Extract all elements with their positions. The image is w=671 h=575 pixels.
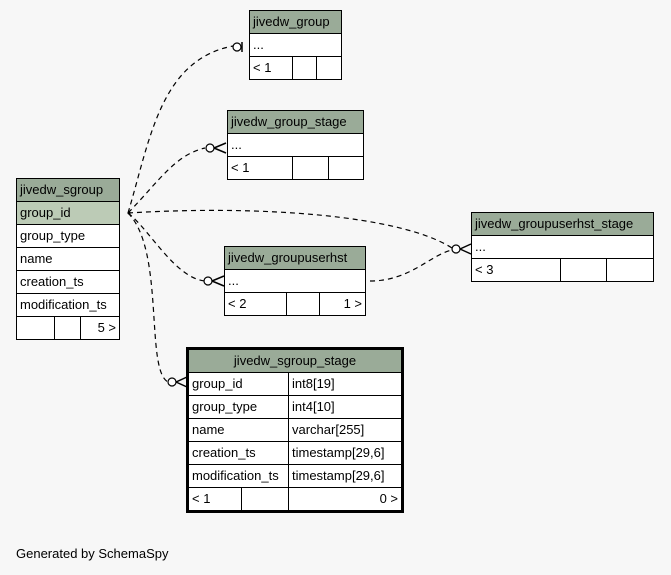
- table-foot-right: [606, 258, 654, 282]
- optional-circle: [205, 143, 215, 153]
- column-type: int4[10]: [288, 395, 403, 419]
- table-foot-mid: [241, 487, 289, 512]
- table-title: jivedw_groupuserhst: [224, 246, 366, 270]
- table-foot-right: [316, 56, 342, 80]
- table-row: creation_ts: [16, 270, 120, 294]
- table-row: name: [16, 247, 120, 271]
- optional-circle: [232, 42, 242, 52]
- column-name: creation_ts: [187, 441, 289, 465]
- table-row: ...: [471, 235, 654, 259]
- edge-sgroup-groupuserhst: [127, 212, 206, 282]
- table-jivedw-groupuserhst-stage[interactable]: jivedw_groupuserhst_stage ... < 3: [471, 212, 654, 282]
- crowsfoot: [213, 142, 227, 154]
- edge-groupuserhst-groupuserhst-stage: [369, 249, 453, 282]
- column-type: int8[19]: [288, 372, 403, 396]
- table-jivedw-group-stage[interactable]: jivedw_group_stage ... < 1: [226, 110, 365, 180]
- table-title: jivedw_group: [249, 10, 342, 34]
- table-foot-left: < 1: [226, 156, 294, 180]
- table-row: ...: [249, 33, 342, 57]
- table-row: group_type: [16, 224, 120, 248]
- table-row: modification_ts: [16, 293, 120, 317]
- optional-circle: [167, 377, 177, 387]
- table-foot-left: [15, 316, 56, 340]
- column-name: group_type: [187, 395, 289, 419]
- optional-circle: [451, 244, 461, 254]
- table-foot-left: < 2: [224, 292, 287, 316]
- table-foot-mid: [291, 56, 318, 80]
- table-foot-mid: [54, 316, 82, 340]
- arrow-dot: [127, 211, 131, 215]
- column-type: timestamp[29,6]: [288, 464, 403, 488]
- table-jivedw-groupuserhst[interactable]: jivedw_groupuserhst ... < 2 1 >: [224, 246, 366, 316]
- table-foot-right: 5 >: [80, 316, 120, 340]
- crowsfoot: [175, 376, 188, 388]
- table-foot-right: 0 >: [288, 487, 403, 512]
- table-row: ...: [224, 269, 366, 293]
- table-title: jivedw_groupuserhst_stage: [471, 212, 654, 236]
- table-jivedw-group[interactable]: jivedw_group ... < 1: [249, 10, 342, 80]
- generated-by-footer: Generated by SchemaSpy: [16, 546, 169, 561]
- table-foot-mid: [285, 292, 321, 316]
- column-type: varchar[255]: [288, 418, 403, 442]
- table-title: jivedw_group_stage: [227, 110, 364, 134]
- table-foot-left: < 1: [187, 487, 242, 512]
- table-title: jivedw_sgroup_stage: [187, 348, 403, 373]
- column-name: modification_ts: [187, 464, 289, 488]
- table-foot-right: [327, 156, 365, 180]
- table-foot-mid: [292, 156, 329, 180]
- table-row: group_id: [16, 201, 120, 225]
- edge-sgroup-group-stage: [127, 147, 206, 214]
- table-row: ...: [227, 133, 364, 157]
- edge-sgroup-groupuserhst-stage: [127, 209, 453, 249]
- table-foot-mid: [559, 258, 608, 282]
- edge-sgroup-sgroup-stage: [127, 212, 169, 383]
- table-jivedw-sgroup[interactable]: jivedw_sgroup group_id group_type name c…: [15, 178, 120, 340]
- table-foot-left: < 3: [471, 258, 561, 282]
- column-name: group_id: [187, 372, 289, 396]
- table-title: jivedw_sgroup: [16, 178, 120, 202]
- crowsfoot: [211, 275, 225, 287]
- table-foot-left: < 1: [249, 56, 293, 80]
- optional-circle: [203, 276, 213, 286]
- crowsfoot: [459, 243, 472, 255]
- table-foot-right: 1 >: [319, 292, 366, 316]
- table-jivedw-sgroup-stage[interactable]: jivedw_sgroup_stage group_id int8[19] gr…: [186, 347, 404, 513]
- column-type: timestamp[29,6]: [288, 441, 403, 465]
- column-name: name: [187, 418, 289, 442]
- edge-sgroup-group: [127, 45, 234, 214]
